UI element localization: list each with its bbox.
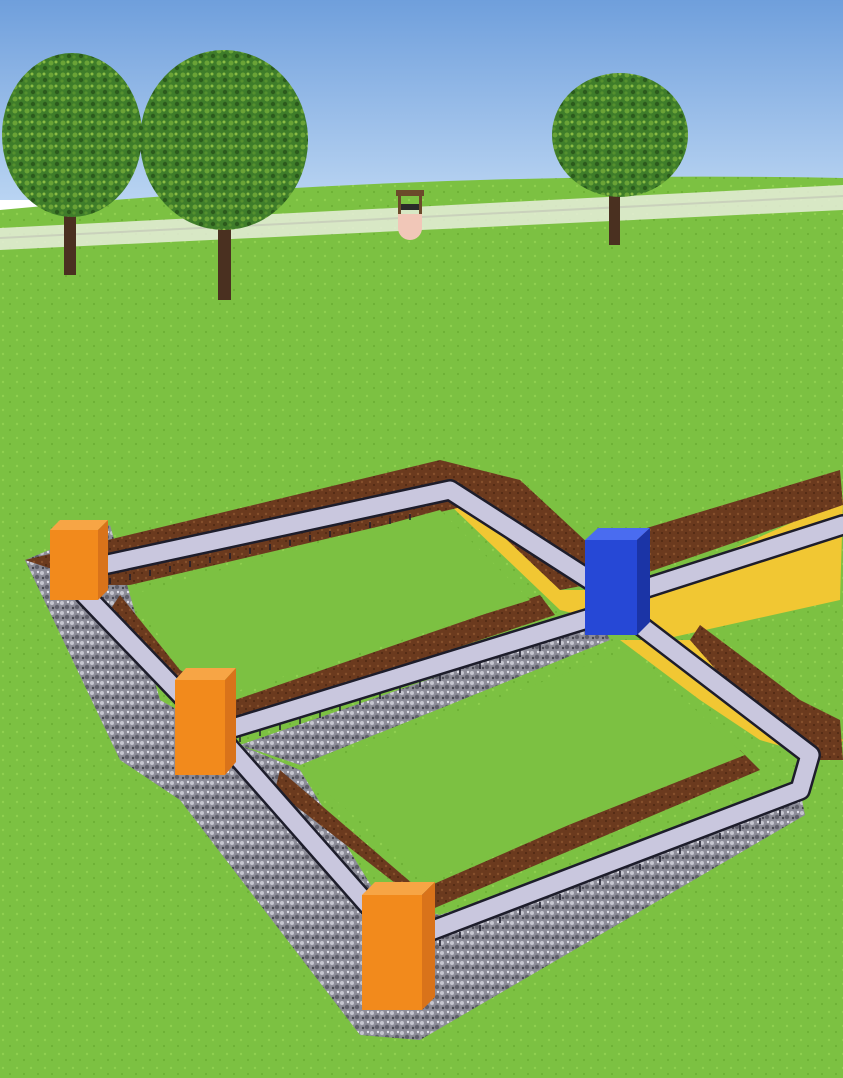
inspection-port-1 [50,520,108,600]
inspection-port-3 [362,882,435,1010]
inspection-port-2 [175,668,236,775]
distribution-box [585,528,650,635]
